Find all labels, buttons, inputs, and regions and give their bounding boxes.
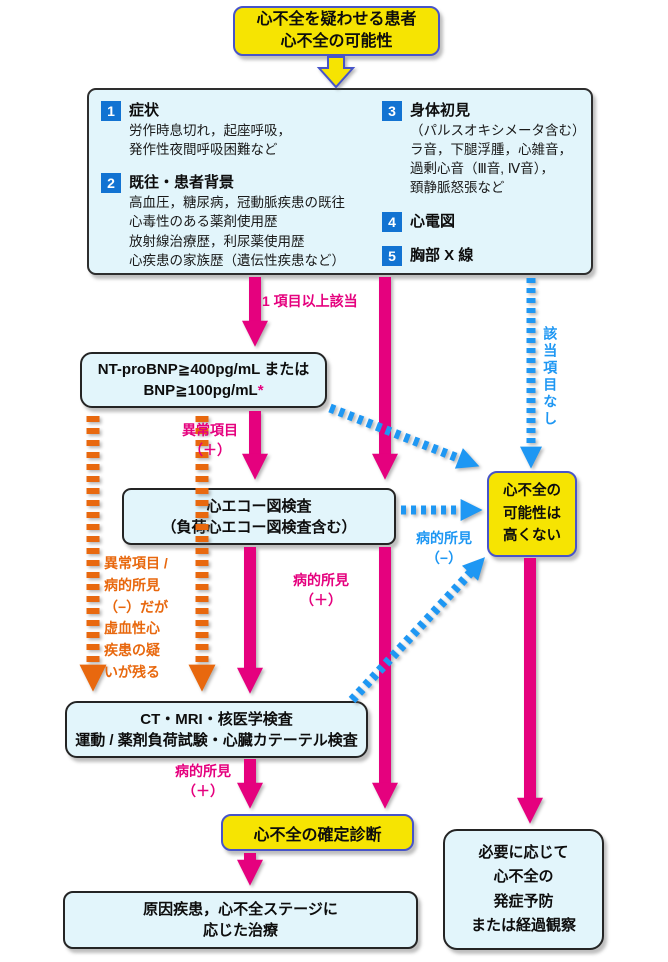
badge-5: 5 — [382, 245, 402, 266]
item-body: 労作時息切れ，起座呼吸， 発作性夜間呼吸困難など — [129, 123, 291, 158]
bnp-threshold-node: NT-proBNP≧400pg/mL または BNP≧100pg/mL* — [80, 352, 327, 408]
badge-2: 2 — [101, 173, 121, 194]
assessment-item-ecg: 4 心電図 — [382, 211, 588, 232]
treatment-node: 原因疾患，心不全ステージに 応じた治療 — [63, 891, 418, 949]
badge-1: 1 — [101, 101, 121, 121]
hf-not-likely-node: 心不全の 可能性は 高くない — [487, 471, 577, 557]
arrow-start-to-assessment — [316, 56, 356, 89]
assessment-left-column: 1 症状 労作時息切れ，起座呼吸， 発作性夜間呼吸困難など 2 既往・患者背景 … — [101, 100, 379, 283]
arrow-ct-to-notlikely — [348, 557, 485, 704]
ct-mri-node: CT・MRI・核医学検査 運動 / 薬剤負荷試験・心臓カテーテル検査 — [65, 701, 368, 758]
label-abnormal-item-positive: 異常項目 （＋） — [182, 422, 238, 459]
start-node: 心不全を疑わせる患者 心不全の可能性 — [233, 6, 440, 56]
item-body: 高血圧，糖尿病，冠動脈疾患の既往 心毒性のある薬剤使用歴 放射線治療歴，利尿薬使… — [129, 195, 345, 268]
assessment-node: 1 症状 労作時息切れ，起座呼吸， 発作性夜間呼吸困難など 2 既往・患者背景 … — [87, 88, 593, 275]
label-no-items: 該当項目なし — [542, 326, 559, 428]
assessment-item-history: 2 既往・患者背景 高血圧，糖尿病，冠動脈疾患の既往 心毒性のある薬剤使用歴 放… — [101, 172, 379, 270]
bnp-footnote-asterisk: * — [257, 382, 264, 399]
assessment-right-column: 3 身体初見 （パルスオキシメータ含む） ラ音，下腿浮腫，心雑音， 過剰心音（Ⅲ… — [382, 100, 588, 279]
item-heading: 症状 — [129, 102, 160, 119]
item-heading: 既往・患者背景 — [129, 174, 235, 192]
label-pathologic-finding-negative: 病的所見 （−） — [416, 530, 472, 567]
arrow-bnp-to-notlikely — [328, 403, 480, 469]
item-heading: 身体初見 — [410, 102, 471, 119]
item-heading: 胸部 X 線 — [410, 246, 474, 264]
confirmed-diagnosis-node: 心不全の確定診断 — [221, 814, 414, 851]
item-heading: 心電図 — [410, 212, 456, 230]
bnp-line1: NT-proBNP≧400pg/mL または — [97, 361, 310, 378]
echocardiography-node: 心エコー図検査 （負荷心エコー図検査含む） — [122, 488, 396, 545]
badge-3: 3 — [382, 101, 402, 121]
badge-4: 4 — [382, 211, 402, 232]
label-one-or-more-items: 1 項目以上該当 — [262, 293, 358, 309]
assessment-item-physical: 3 身体初見 （パルスオキシメータ含む） ラ音，下腿浮腫，心雑音， 過剰心音（Ⅲ… — [382, 100, 588, 198]
assessment-item-xray: 5 胸部 X 線 — [382, 245, 588, 266]
assessment-item-symptoms: 1 症状 労作時息切れ，起座呼吸， 発作性夜間呼吸困難など — [101, 100, 379, 159]
item-body: （パルスオキシメータ含む） ラ音，下腿浮腫，心雑音， 過剰心音（Ⅲ音, Ⅳ音），… — [410, 123, 586, 196]
bnp-line2: BNP≧100pg/mL* — [143, 382, 264, 399]
label-pathologic-finding-positive-ct: 病的所見 （＋） — [175, 763, 231, 800]
label-pathologic-finding-positive-echo: 病的所見 （＋） — [293, 572, 349, 609]
prevention-node: 必要に応じて 心不全の 発症予防 または経過観察 — [443, 829, 604, 950]
label-negative-but-ischemia-suspected: 異常項目 / 病的所見 （−）だが 虚血性心 疾患の疑 いが残る — [104, 555, 169, 681]
